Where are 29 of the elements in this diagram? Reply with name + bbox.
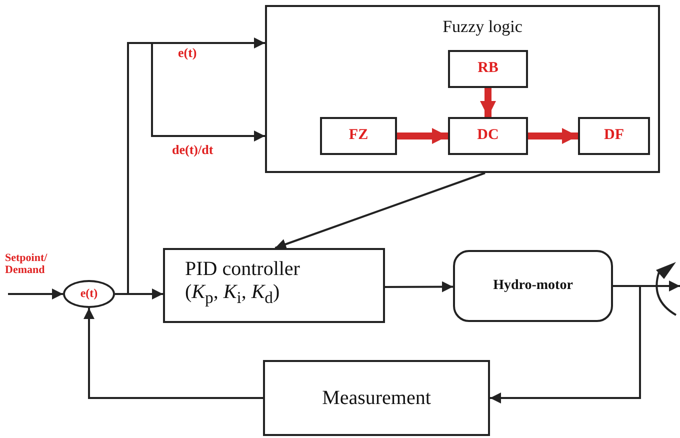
arrow (528, 128, 578, 144)
process-box (448, 50, 528, 88)
arrow (274, 172, 486, 250)
summing-ellipse (63, 280, 115, 308)
node-text: RB (478, 60, 498, 78)
node-text: (K$_{p}$, K$_{i}$, K$_{d}$) (185, 281, 280, 308)
hydro-motor-box (453, 250, 613, 322)
node-text: DC (477, 127, 499, 145)
node-text: PID controller (185, 258, 300, 281)
edge-label: de(t)/dt (172, 143, 214, 158)
node-text: Fuzzy logic (442, 17, 522, 37)
node-text: Measurement (322, 386, 431, 410)
node-text: e(t) (80, 287, 98, 301)
process-box (448, 117, 528, 155)
edge-label: e(t) (178, 46, 197, 60)
arrow (480, 88, 496, 117)
arrow (490, 285, 641, 404)
arrow (385, 281, 453, 292)
node-text: DF (604, 127, 624, 145)
node-text: FZ (348, 127, 368, 145)
process-box (320, 117, 397, 155)
arrow (84, 308, 263, 399)
arrow (397, 128, 448, 144)
fuzzy-logic-box (265, 5, 660, 173)
node-text: Hydro-motor (493, 278, 573, 294)
measurement-box (263, 360, 490, 436)
process-box (578, 117, 650, 155)
arrow (8, 288, 63, 300)
pid-controller-box (163, 248, 385, 323)
